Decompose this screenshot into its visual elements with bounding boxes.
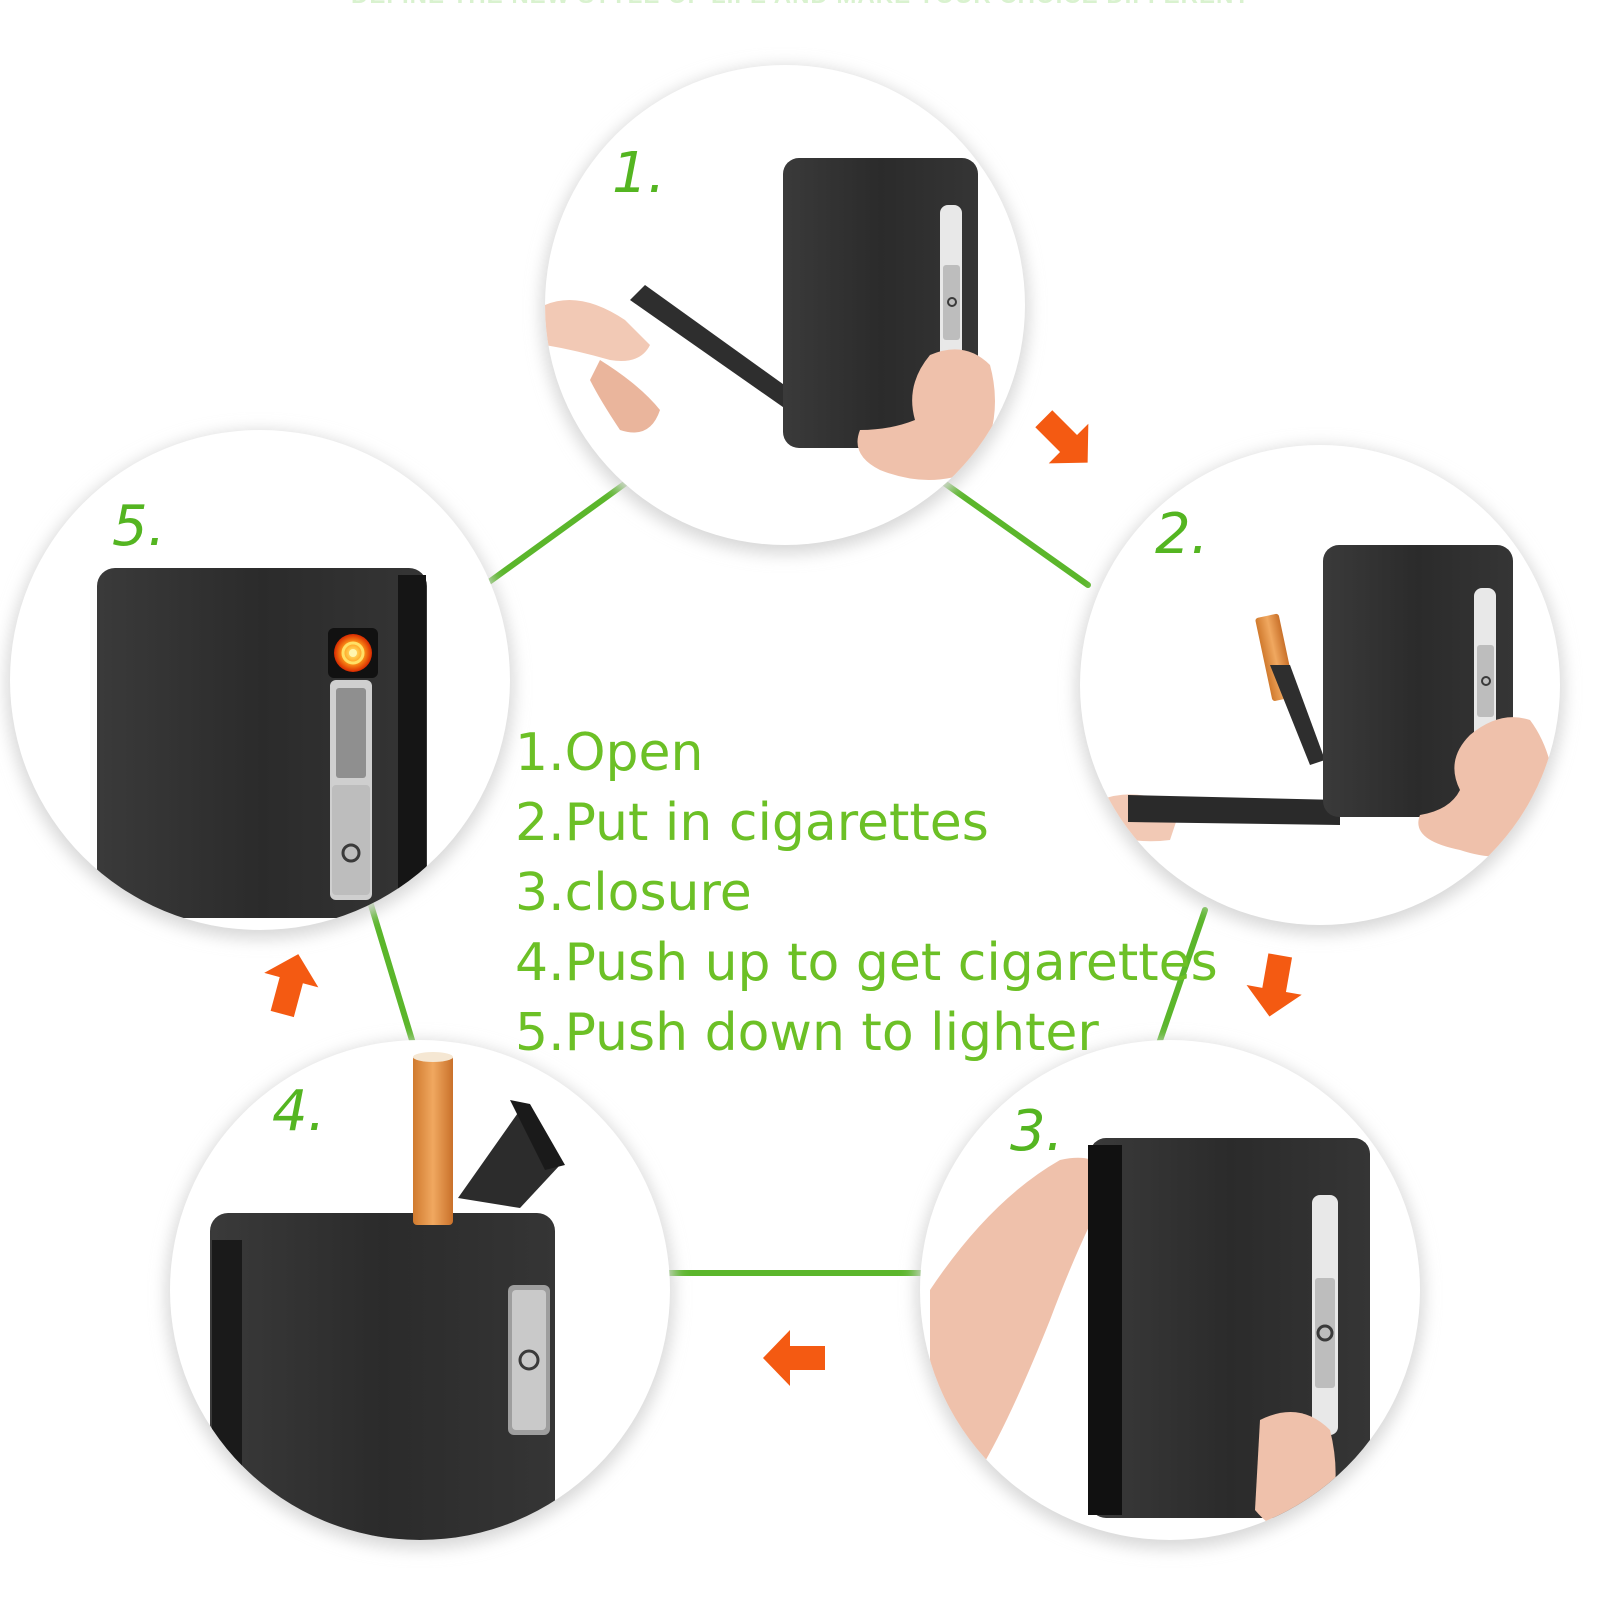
panel-5: 5.	[6, 430, 514, 939]
step-item: 4.Push up to get cigarettes	[515, 933, 1218, 993]
step-list: 1.Open 2.Put in cigarettes 3.closure 4.P…	[515, 718, 1218, 1068]
power-icon	[518, 1349, 540, 1371]
panel-2: 2.	[1076, 445, 1564, 934]
panel-3: 3.	[916, 1040, 1424, 1549]
power-icon	[1481, 676, 1491, 686]
connector-line	[475, 477, 633, 593]
power-icon	[1316, 1324, 1334, 1342]
connector-line	[365, 892, 418, 1053]
step-item: 5.Push down to lighter	[515, 1003, 1099, 1063]
panel-number: 1.	[612, 141, 665, 206]
connector-lines	[365, 477, 1208, 1276]
connector-line	[937, 477, 1091, 588]
arrow-icon	[763, 1330, 825, 1386]
panel-4: 4.	[166, 1040, 674, 1549]
panel-number: 5.	[112, 494, 165, 559]
step-item: 1.Open	[515, 723, 704, 783]
panel-number: 4.	[272, 1079, 325, 1144]
arrow-icon	[1035, 410, 1089, 464]
banner-tagline: DEFINE THE NEW STYLE OF LIFE AND MAKE YO…	[0, 0, 1601, 10]
panel-number: 3.	[1010, 1099, 1063, 1164]
step-item: 3.closure	[515, 863, 752, 923]
arrow-icon	[264, 954, 319, 1018]
panel-number: 2.	[1155, 502, 1208, 567]
step-item: 2.Put in cigarettes	[515, 793, 989, 853]
arrow-icon	[1246, 953, 1302, 1017]
power-icon	[341, 843, 361, 863]
panel-1: 1.	[541, 65, 1029, 554]
connector-line	[1152, 907, 1208, 1058]
flame-coil-icon	[334, 634, 372, 672]
power-icon	[947, 297, 957, 307]
